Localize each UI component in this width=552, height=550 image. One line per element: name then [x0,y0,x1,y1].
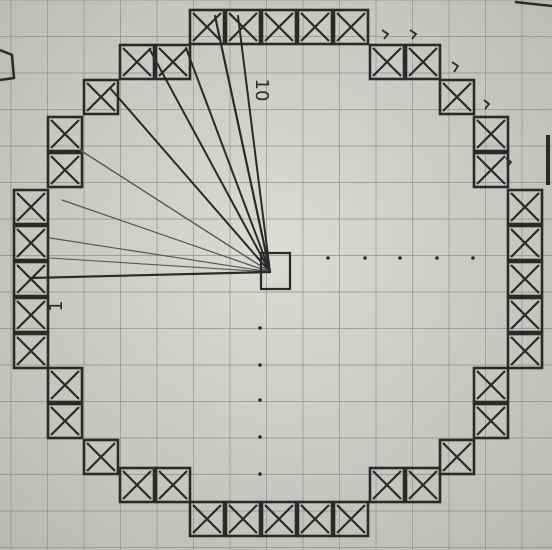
tick-marks [381,29,513,168]
axis-dot [363,256,367,260]
center-dots [258,256,475,476]
x-box-icon [12,332,50,370]
x-box-icon [46,366,84,404]
x-box-icon [46,151,84,189]
x-box-icon [82,438,120,476]
x-box-icon [224,500,262,538]
ray-line [28,270,272,280]
x-box-icon [12,224,50,262]
radius-label: 1 [46,300,67,311]
x-box-icon [472,366,510,404]
x-box-icon [404,466,442,504]
axis-dot [258,398,262,402]
x-box-icon [188,500,226,538]
x-box-icon [296,8,334,46]
ray-line [109,87,271,273]
ray-line [149,49,271,273]
left-edge-mark [0,48,16,82]
axis-dot [258,326,262,330]
axis-dot [258,363,262,367]
axis-dot [471,256,475,260]
x-box-ring [12,8,544,538]
x-box-icon [12,296,50,334]
top-right-mark [514,0,552,8]
x-box-icon [296,500,334,538]
axis-dot [326,256,330,260]
x-box-icon [118,43,156,81]
x-box-icon [46,115,84,153]
x-box-icon [368,43,406,81]
x-box-icon [472,115,510,153]
ray-line [79,149,271,273]
x-box-icon [260,500,298,538]
x-box-icon [46,402,84,440]
x-box-icon [224,8,262,46]
ray-line [213,14,272,274]
ray-line [237,15,271,273]
x-box-icon [506,224,544,262]
axis-dot [398,256,402,260]
ray-line [185,47,271,273]
x-box-icon [506,296,544,334]
ray-fan [28,14,272,280]
x-box-icon [332,500,370,538]
x-box-icon [438,78,476,116]
ray-line [49,257,271,273]
x-box-icon [438,438,476,476]
ray-label: 10 [251,79,272,102]
x-box-icon [260,8,298,46]
x-box-icon [118,466,156,504]
axis-dot [258,435,262,439]
center-box [259,251,292,291]
axis-dot [435,256,439,260]
ray-line [61,199,271,273]
x-box-icon [472,151,510,189]
x-box-icon [368,466,406,504]
x-box-icon [506,332,544,370]
axis-dot [258,472,262,476]
ray-line [49,237,271,273]
x-box-icon [332,8,370,46]
x-box-icon [404,43,442,81]
x-box-icon [12,188,50,226]
x-box-icon [506,188,544,226]
x-box-icon [506,260,544,298]
x-box-icon [472,402,510,440]
x-box-icon [154,466,192,504]
